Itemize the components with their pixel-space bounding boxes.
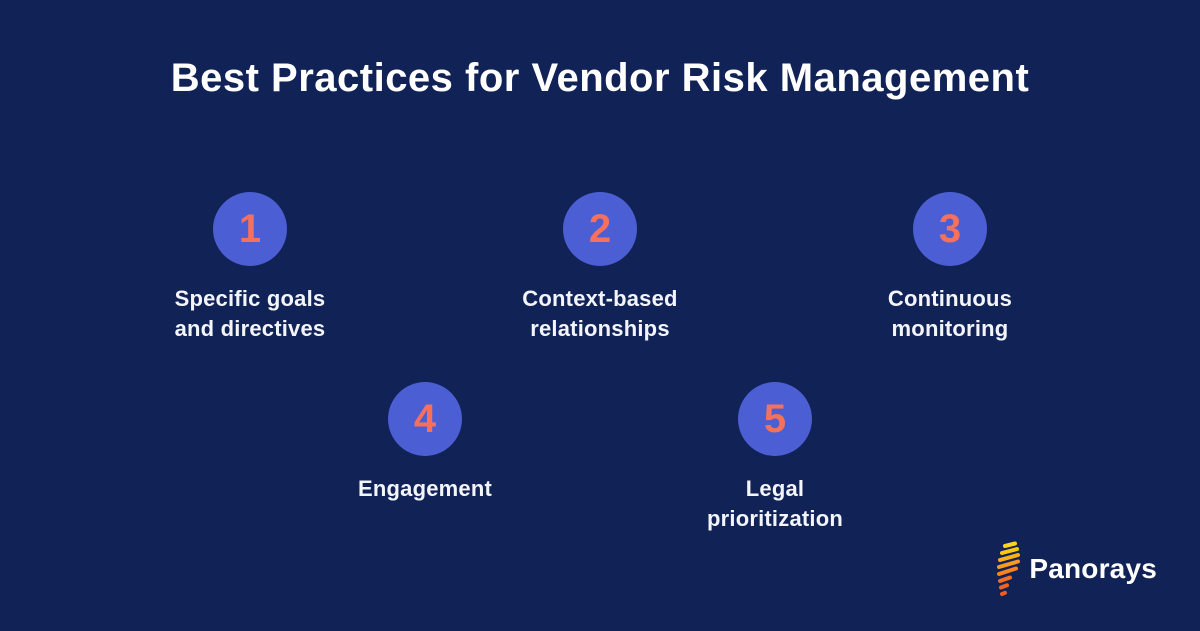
practice-2-label: Context-based relationships	[522, 286, 678, 341]
practice-2-number: 2	[588, 207, 612, 251]
practice-4-label: Engagement	[357, 476, 493, 501]
practice-4-number: 4	[413, 397, 437, 441]
practice-3-label: Continuous monitoring	[887, 286, 1013, 341]
practice-5-number-badge: 5	[738, 382, 812, 456]
panorays-logo-icon	[997, 541, 1021, 596]
practice-5-number: 5	[763, 397, 787, 441]
practice-item-2: 2 Context-based relationships	[460, 192, 740, 344]
practice-item-4: 4 Engagement	[285, 382, 565, 504]
panorays-logo-text: Panorays	[1029, 553, 1157, 584]
practice-3-number-badge: 3	[913, 192, 987, 266]
practice-item-3: 3 Continuous monitoring	[810, 192, 1090, 344]
practice-1-number: 1	[238, 207, 262, 251]
practice-3-number: 3	[938, 207, 962, 251]
practice-1-number-badge: 1	[213, 192, 287, 266]
panorays-logo: Panorays	[990, 541, 1157, 597]
practice-4-number-badge: 4	[388, 382, 462, 456]
page-title: Best Practices for Vendor Risk Managemen…	[170, 56, 1030, 100]
practice-2-number-badge: 2	[563, 192, 637, 266]
practice-1-label: Specific goals and directives	[174, 286, 326, 341]
practice-5-label: Legal prioritization	[706, 476, 843, 531]
practice-item-5: 5 Legal prioritization	[635, 382, 915, 534]
practice-item-1: 1 Specific goals and directives	[110, 192, 390, 344]
